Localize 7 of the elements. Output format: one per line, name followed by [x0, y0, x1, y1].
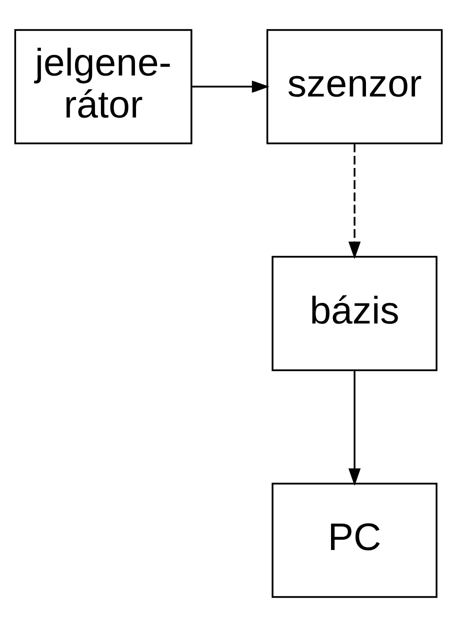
- node-box: szenzor: [266, 29, 443, 144]
- arrow: [348, 370, 361, 486]
- node-box: bázis: [272, 256, 438, 372]
- arrow: [192, 80, 270, 93]
- node-box: jelgene- rátor: [14, 29, 192, 144]
- arrow: [348, 144, 361, 260]
- node-box: PC: [272, 482, 438, 598]
